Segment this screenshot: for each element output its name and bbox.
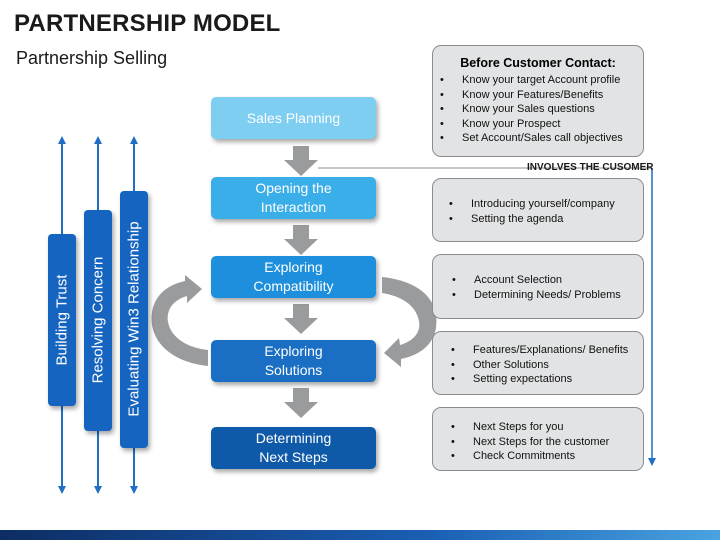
list-item: Know your Sales questions [440, 102, 643, 117]
list-item: Next Steps for you [451, 420, 643, 435]
down-arrow-3 [284, 304, 318, 334]
vertical-bar-building-trust [48, 234, 76, 406]
step-label: Determining Next Steps [255, 430, 332, 465]
step-exploring-solutions: Exploring Solutions [211, 340, 376, 382]
info-box-next-steps: Next Steps for you Next Steps for the cu… [432, 407, 644, 471]
step-opening-interaction: Opening the Interaction [211, 177, 376, 219]
vertical-label-resolving-concern: Resolving Concern [89, 256, 107, 384]
vertical-label-building-trust: Building Trust [53, 274, 71, 366]
list-item: Features/Explanations/ Benefits [451, 343, 643, 358]
list-item: Setting the agenda [449, 212, 643, 227]
cycle-arrow-right [382, 277, 437, 367]
list-item: Check Commitments [451, 449, 643, 464]
down-arrow-1 [284, 146, 318, 176]
list-item: Next Steps for the customer [451, 435, 643, 450]
list-item: Know your target Account profile [440, 73, 643, 88]
down-arrow-2 [284, 225, 318, 255]
step-sales-planning: Sales Planning [211, 97, 376, 139]
info-box-opening: Introducing yourself/company Setting the… [432, 178, 644, 242]
step-exploring-compatibility: Exploring Compatibility [211, 256, 376, 298]
page-title: PARTNERSHIP MODEL [14, 10, 281, 37]
list-item: Account Selection [452, 273, 643, 288]
info-box-before-contact: Before Customer Contact: Know your targe… [432, 45, 644, 157]
step-label: Exploring Compatibility [253, 259, 334, 294]
list-item: Know your Prospect [440, 117, 643, 132]
cycle-arrow-left [151, 275, 208, 366]
info-box-heading: Before Customer Contact: [460, 56, 616, 70]
involves-customer-label: INVOLVES THE CUSOMER [527, 162, 654, 173]
list-item: Other Solutions [451, 358, 643, 373]
list-item: Know your Features/Benefits [440, 88, 643, 103]
step-label: Opening the Interaction [255, 180, 332, 215]
step-determining-next-steps: Determining Next Steps [211, 427, 376, 469]
step-label: Exploring Solutions [264, 343, 323, 378]
page-subtitle: Partnership Selling [16, 48, 168, 68]
bottom-band [0, 530, 720, 540]
down-arrow-4 [284, 388, 318, 418]
info-box-compatibility: Account Selection Determining Needs/ Pro… [432, 254, 644, 319]
vertical-bar-evaluating-win3 [120, 191, 148, 448]
list-item: Set Account/Sales call objectives [440, 131, 643, 146]
list-item: Introducing yourself/company [449, 197, 643, 212]
vertical-label-evaluating-win3: Evaluating Win3 Relationship [125, 221, 143, 417]
info-box-solutions: Features/Explanations/ Benefits Other So… [432, 331, 644, 395]
step-label: Sales Planning [246, 109, 341, 126]
vertical-bar-resolving-concern [84, 210, 112, 431]
list-item: Setting expectations [451, 372, 643, 387]
list-item: Determining Needs/ Problems [452, 288, 643, 303]
